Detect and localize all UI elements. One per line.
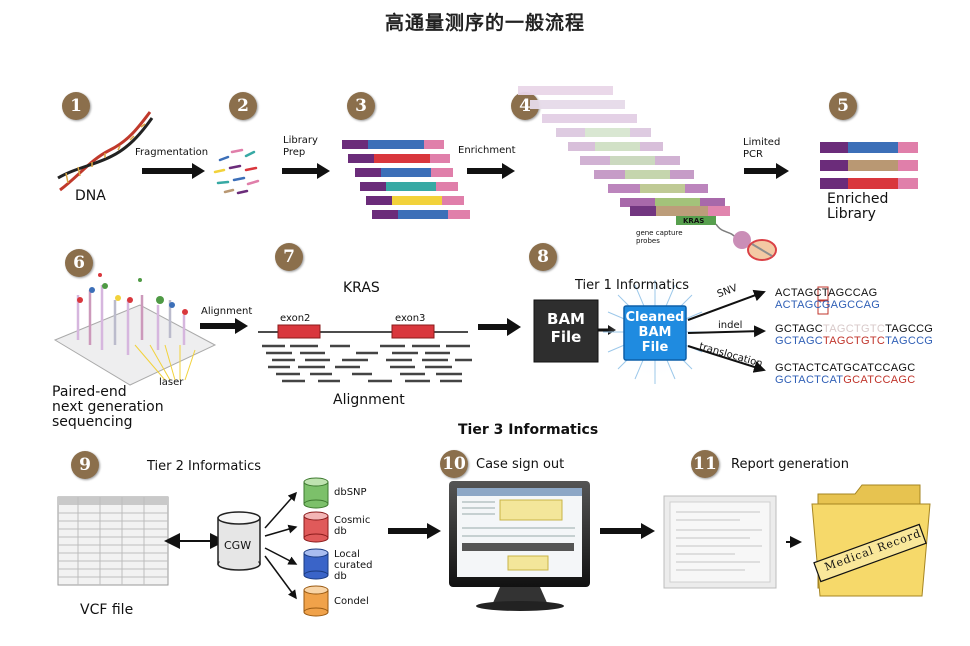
page-title: 高通量测序的一般流程 (384, 12, 585, 34)
sequence-line: ACTAGCGAGCCAG (775, 299, 880, 311)
dna-helix-icon (57, 111, 154, 192)
sequence-segment: GCTAGC (775, 335, 824, 347)
kras-gene-label: KRAS (343, 280, 380, 296)
step-badge-3: 3 (347, 92, 375, 120)
cosmic-database-icon (303, 511, 329, 543)
sequence-segment: TAGCCG (885, 335, 934, 347)
tier3-label: Tier 3 Informatics (458, 422, 599, 438)
sequence-segment: ACTAGCGAGCCAG (775, 299, 881, 311)
sequence-line: GCTACTCATGCATCCAGC (775, 374, 915, 386)
dna-label: DNA (75, 188, 106, 204)
enrichment-label: Enrichment (458, 145, 516, 156)
sequence-segment: TAGCCG (885, 323, 934, 335)
step-badge-2: 2 (229, 92, 257, 120)
exon2-label: exon2 (280, 313, 311, 324)
translocation-sequences: GCTACTCATGCATCCAGC GCTACTCATGCATCCAGC (775, 362, 915, 386)
kras-probe (676, 216, 716, 225)
limited-pcr-label: Limited PCR (743, 137, 781, 160)
step-badge-8: 8 (529, 243, 557, 271)
alignment-arrow-label: Alignment (201, 306, 253, 317)
kras-probe-label: KRAS (683, 217, 705, 225)
sequence-line: GCTACTCATGCATCCAGC (775, 362, 915, 374)
condel-database-icon (303, 585, 329, 617)
step-badge-9: 9 (71, 451, 99, 479)
fragmentation-label: Fragmentation (135, 147, 209, 158)
snv-highlight (817, 286, 829, 301)
enrichment-fragments (518, 86, 777, 261)
sequence-segment: GCTACTCATGCATCCAGC (775, 362, 916, 374)
sequencing-label: Paired-end next generation sequencing (52, 384, 164, 430)
sequence-segment: GCTACTCAT (775, 374, 844, 386)
sequence-segment: GCTAGC (775, 323, 824, 335)
sequence-line: GCTAGCTAGCTGTCTAGCCG (775, 323, 933, 335)
step-badge-5: 5 (829, 92, 857, 120)
sequence-segment: GCATCCAGC (843, 374, 916, 386)
arrow-head (192, 163, 205, 179)
cosmic-label: Cosmic db (334, 515, 371, 537)
bam-file-label: BAM File (547, 310, 585, 346)
library-bars (342, 140, 470, 219)
sequence-segment: ACTAGCTAGCCAG (775, 287, 878, 299)
step-badge-6: 6 (65, 249, 93, 277)
local-curated-database-icon (303, 548, 329, 580)
gene-capture-probes-label: gene capture probes (636, 229, 683, 245)
medical-record-folder-icon (811, 484, 931, 597)
sequence-line: ACTAGCTAGCCAG (775, 287, 880, 299)
step-badge-11: 11 (691, 450, 719, 478)
report-generation-label: Report generation (731, 457, 849, 472)
flow-cell-icon (53, 273, 217, 386)
sequence-segment: TAGCTGTC (823, 335, 886, 347)
alignment-label: Alignment (333, 392, 405, 408)
tier1-label: Tier 1 Informatics (575, 278, 690, 293)
vcf-table-image (57, 496, 169, 586)
cleaned-bam-starburst (603, 280, 707, 384)
dbsnp-database-icon (303, 477, 329, 509)
bam-file-box (533, 299, 599, 363)
laser-label: laser (159, 377, 184, 388)
step-badge-1: 1 (62, 92, 90, 120)
step-badge-10: 10 (440, 450, 468, 478)
library-prep-label: Library Prep (283, 135, 318, 158)
condel-label: Condel (334, 596, 369, 607)
monitor-icon (449, 481, 590, 611)
cgw-database-icon (217, 511, 261, 571)
enriched-library-bars (820, 142, 918, 189)
cleaned-bam-label: Cleaned BAM File (625, 310, 685, 355)
local-curated-label: Local curated db (334, 549, 373, 582)
sequence-segment: TAGCTGTC (823, 323, 886, 335)
tier2-label: Tier 2 Informatics (147, 459, 262, 474)
case-sign-out-label: Case sign out (476, 457, 565, 472)
step-badge-4: 4 (511, 92, 539, 120)
snv-sequences: ACTAGCTAGCCAG ACTAGCGAGCCAG (775, 287, 880, 311)
exon3-label: exon3 (395, 313, 426, 324)
step-badge-7: 7 (275, 243, 303, 271)
cgw-label: CGW (224, 539, 252, 552)
sequence-line: GCTAGCTAGCTGTCTAGCCG (775, 335, 933, 347)
report-document-image (663, 495, 777, 589)
indel-label: indel (718, 320, 743, 331)
vcf-file-label: VCF file (80, 602, 134, 618)
dbsnp-label: dbSNP (334, 487, 367, 498)
indel-sequences: GCTAGCTAGCTGTCTAGCCG GCTAGCTAGCTGTCTAGCC… (775, 323, 933, 347)
enriched-library-label: Enriched Library (827, 191, 889, 222)
dna-fragments-icon (213, 148, 260, 195)
snv-highlight (817, 300, 829, 315)
kras-alignment (258, 324, 472, 383)
